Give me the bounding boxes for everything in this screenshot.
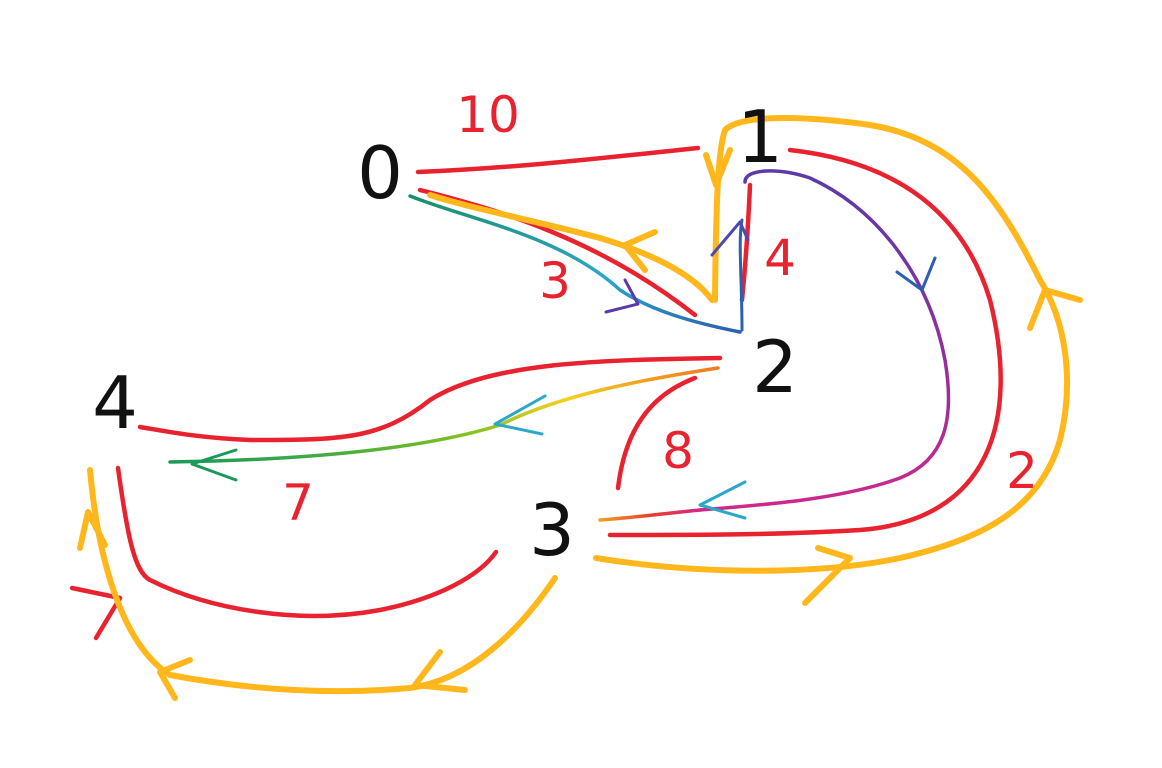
- node-4: 4: [92, 361, 138, 445]
- glitter-arrow-1-3: [895, 256, 937, 292]
- glitter-arrow-0-2: [604, 278, 640, 314]
- edge-1-2: [739, 182, 753, 303]
- glitter-arrow-2-1: [710, 220, 750, 257]
- node-0: 0: [357, 131, 403, 215]
- path-arrow-into-0: [622, 229, 658, 273]
- weight-2-3: 8: [662, 422, 694, 480]
- node-2: 2: [752, 325, 798, 409]
- path-arrow-up-left: [77, 509, 108, 551]
- node-1: 1: [737, 95, 783, 179]
- path-arrow-right: [802, 545, 853, 606]
- edge-0-1: [415, 145, 701, 175]
- glitter-2-4: [168, 366, 720, 464]
- edge-2-4: [137, 355, 723, 443]
- edge-1-3: [607, 147, 1003, 538]
- glitter-arrow-2-4: [493, 394, 547, 436]
- path-arrow-left-bottom: [412, 649, 468, 693]
- weight-2-4: 7: [282, 474, 314, 532]
- glitter-0-2: [408, 194, 742, 334]
- weight-1-3: 2: [1006, 442, 1038, 500]
- weight-1-2: 4: [764, 229, 796, 287]
- glitter-arrow-3: [698, 480, 747, 520]
- node-3: 3: [529, 488, 575, 572]
- path-arrow-up: [1027, 287, 1083, 331]
- path-1-0: [427, 192, 715, 303]
- glitter-3-tail: [598, 508, 702, 522]
- weight-0-2: 3: [539, 252, 571, 310]
- path-arrow-into-1: [703, 147, 733, 188]
- glitter-2-1: [738, 218, 744, 332]
- path-arrow-left-corner: [157, 657, 193, 701]
- weight-0-1: 10: [456, 86, 520, 144]
- edge-3-4: [115, 465, 499, 619]
- edge-weight-mark-7: [69, 585, 123, 641]
- glitter-1-3: [698, 169, 951, 512]
- path-3-4: [87, 467, 558, 695]
- glitter-arrow-4: [190, 448, 238, 482]
- edge-2-3: [615, 375, 698, 491]
